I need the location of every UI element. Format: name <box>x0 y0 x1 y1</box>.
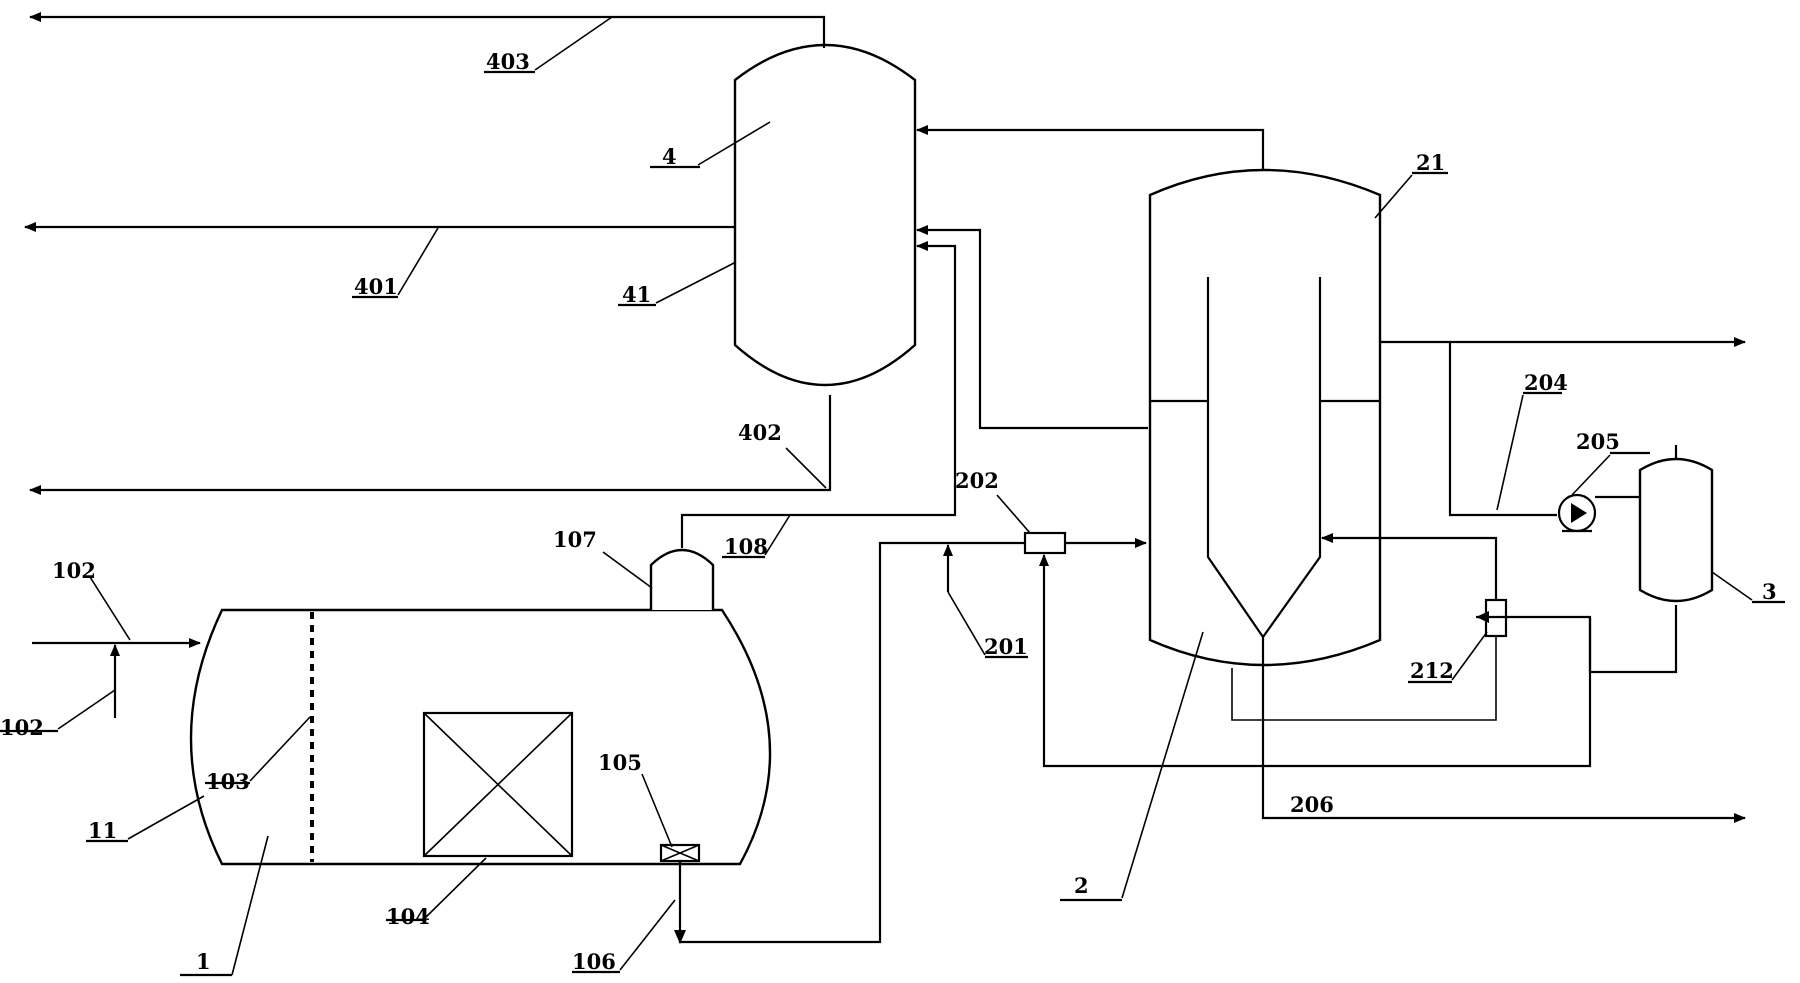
label-401: 401 <box>354 274 398 299</box>
label-403: 403 <box>486 49 530 74</box>
label-102-top: 102 <box>52 558 96 583</box>
line-106 <box>678 541 1025 944</box>
label-201: 201 <box>984 634 1028 659</box>
valve-105 <box>659 843 701 863</box>
module-104 <box>422 711 574 858</box>
label-105: 105 <box>598 750 642 775</box>
vessel-4 <box>733 43 917 387</box>
label-402: 402 <box>738 420 782 445</box>
tank-1 <box>189 608 772 866</box>
label-41: 41 <box>622 282 651 307</box>
label-106: 106 <box>572 949 616 974</box>
pump-205 <box>1557 493 1597 533</box>
line-recycle-to-202 <box>1039 554 1592 768</box>
label-4: 4 <box>662 144 677 169</box>
label-204: 204 <box>1524 370 1568 395</box>
label-103: 103 <box>206 769 250 794</box>
label-11: 11 <box>88 818 117 843</box>
label-206: 206 <box>1290 792 1334 817</box>
line-reactor-side-to-4 <box>916 225 1148 430</box>
label-1: 1 <box>196 949 211 974</box>
tank-3 <box>1638 445 1714 603</box>
mixer-202 <box>1023 531 1067 555</box>
label-202: 202 <box>955 468 999 493</box>
line-3-to-212 <box>1476 605 1678 674</box>
label-21: 21 <box>1416 150 1445 175</box>
line-204 <box>1448 342 1557 517</box>
label-107: 107 <box>553 527 597 552</box>
label-212: 212 <box>1410 658 1454 683</box>
label-2: 2 <box>1074 873 1089 898</box>
label-205: 205 <box>1576 429 1620 454</box>
line-108 <box>680 241 957 548</box>
label-108: 108 <box>724 534 768 559</box>
label-102-bottom: 102 <box>0 715 44 740</box>
line-402 <box>29 395 832 495</box>
line-212-to-reactor <box>1321 533 1498 600</box>
line-206 <box>1261 637 1746 823</box>
label-104: 104 <box>386 904 430 929</box>
vessel-107 <box>649 548 715 610</box>
label-3: 3 <box>1762 579 1777 604</box>
line-reactor-to-212 <box>1231 636 1497 721</box>
line-403 <box>29 12 826 48</box>
reactor-2 <box>1148 168 1382 667</box>
